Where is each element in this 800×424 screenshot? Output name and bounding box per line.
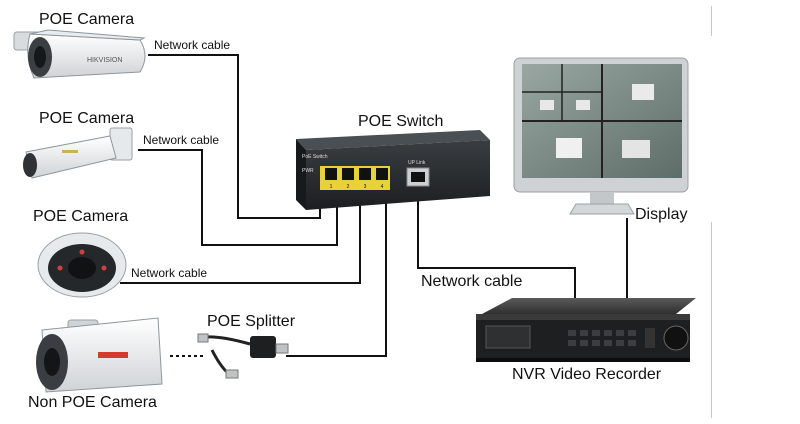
camera2-cable-label: Network cable <box>143 133 220 147</box>
switch-model-text: PoE Switch <box>302 154 328 160</box>
camera3-icon <box>37 232 127 298</box>
cable-line-splitter <box>286 198 387 357</box>
switch-power-text: PWR <box>302 168 314 174</box>
port-number-4: 4 <box>381 184 384 190</box>
camera1-brand-text: HIKVISION <box>87 57 122 64</box>
camera4-label: Non POE Camera <box>28 394 157 411</box>
camera4-icon <box>36 317 163 393</box>
cable-line-camera2 <box>138 149 338 246</box>
cable-line-camera1 <box>148 54 321 219</box>
nvr-icon <box>476 298 696 362</box>
port-number-1: 1 <box>330 184 333 190</box>
poe-switch-label: POE Switch <box>358 113 444 130</box>
camera3-cable-label: Network cable <box>131 266 208 280</box>
nvr-cable-label: Network cable <box>421 273 523 290</box>
cable-line-nvr <box>417 198 576 300</box>
camera2-label: POE Camera <box>39 110 135 127</box>
display-label: Display <box>635 206 688 223</box>
switch-uplink-text: UP Link <box>408 160 426 166</box>
port-number-2: 2 <box>347 184 350 190</box>
camera1-icon: HIKVISION <box>13 29 146 79</box>
camera3-label: POE Camera <box>33 208 129 225</box>
page-divider-bottom <box>711 222 712 418</box>
port-2 <box>342 168 354 180</box>
port-number-3: 3 <box>364 184 367 190</box>
poe-splitter-icon <box>197 333 289 379</box>
camera2-icon <box>23 127 133 179</box>
camera1-cable-label: Network cable <box>154 38 231 52</box>
nvr-label: NVR Video Recorder <box>512 366 662 383</box>
page-divider-top <box>711 6 712 36</box>
monitor-icon <box>513 57 689 215</box>
connection-lines <box>120 54 628 357</box>
port-4 <box>376 168 388 180</box>
camera1-label: POE Camera <box>39 11 135 28</box>
poe-switch-icon: 1 2 3 4 PoE Switch PWR UP Link <box>296 130 490 210</box>
cable-line-camera3 <box>120 198 361 284</box>
poe-splitter-label: POE Splitter <box>207 313 296 330</box>
port-1 <box>325 168 337 180</box>
port-3 <box>359 168 371 180</box>
